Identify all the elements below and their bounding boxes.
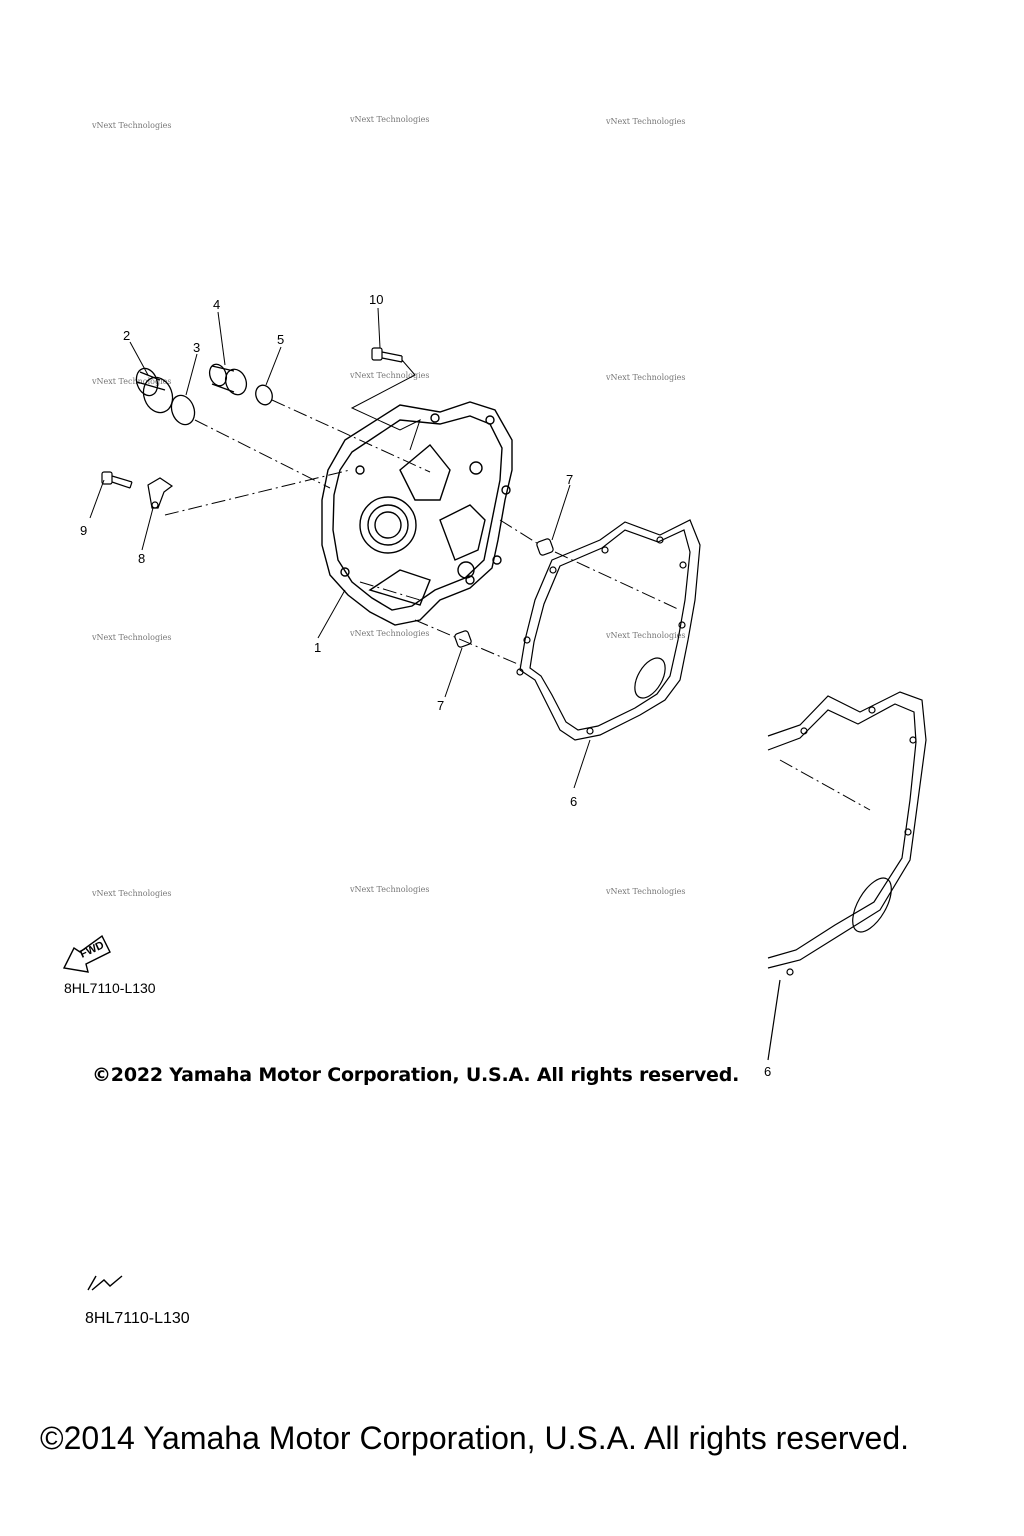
watermark: vNext Technologies: [605, 117, 685, 126]
watermark: vNext Technologies: [91, 377, 171, 386]
plug-4: [208, 363, 248, 396]
callout-8: 8: [138, 551, 145, 566]
bolt-9: [101, 471, 133, 489]
callout-7-bottom: 7: [437, 698, 444, 713]
dowel-pins: [454, 538, 554, 648]
diagram-code-large: 8HL7110-L130: [85, 1310, 190, 1327]
bolt-leader: [350, 359, 421, 451]
watermark: vNext Technologies: [349, 885, 429, 894]
watermark: vNext Technologies: [349, 371, 429, 380]
plug: [135, 367, 174, 414]
fwd-arrow-partial-icon: [87, 1275, 123, 1291]
crankcase-cover: [321, 401, 513, 626]
callout-7-top: 7: [566, 472, 573, 487]
callout-5: 5: [277, 332, 284, 347]
callout-3: 3: [193, 340, 200, 355]
bolt-10: [371, 347, 403, 363]
watermark: vNext Technologies: [91, 121, 171, 130]
watermarks: vNext Technologies vNext Technologies vN…: [91, 115, 685, 898]
gasket-detail-overlay: [767, 691, 927, 1061]
watermark: vNext Technologies: [605, 887, 685, 896]
watermark: vNext Technologies: [91, 633, 171, 642]
fwd-arrow-icon: FWD: [62, 934, 111, 973]
callout-6: 6: [570, 794, 577, 809]
clamp-8: [147, 477, 174, 509]
o-ring-5: [255, 384, 273, 406]
cover-gasket: [516, 519, 701, 741]
callout-9: 9: [80, 523, 87, 538]
callout-leaders: [89, 307, 591, 789]
copyright-2022: ©2022 Yamaha Motor Corporation, U.S.A. A…: [92, 1064, 740, 1086]
callout-1: 1: [314, 640, 321, 655]
watermark: vNext Technologies: [605, 631, 685, 640]
callout-numbers: 1 2 3 4 5 6 7 7 8 9 10 6: [80, 292, 771, 1079]
copyright-2014: ©2014 Yamaha Motor Corporation, U.S.A. A…: [40, 1420, 910, 1456]
stray-callout: 6: [764, 1064, 771, 1079]
watermark: vNext Technologies: [605, 373, 685, 382]
o-ring-3: [170, 394, 196, 426]
callout-2: 2: [123, 328, 130, 343]
diagram-code-small: 8HL7110-L130: [64, 980, 156, 996]
callout-10: 10: [369, 292, 383, 307]
watermark: vNext Technologies: [349, 115, 429, 124]
assembly-lines: [164, 399, 871, 811]
watermark: vNext Technologies: [91, 889, 171, 898]
watermark: vNext Technologies: [349, 629, 429, 638]
callout-4: 4: [213, 297, 220, 312]
